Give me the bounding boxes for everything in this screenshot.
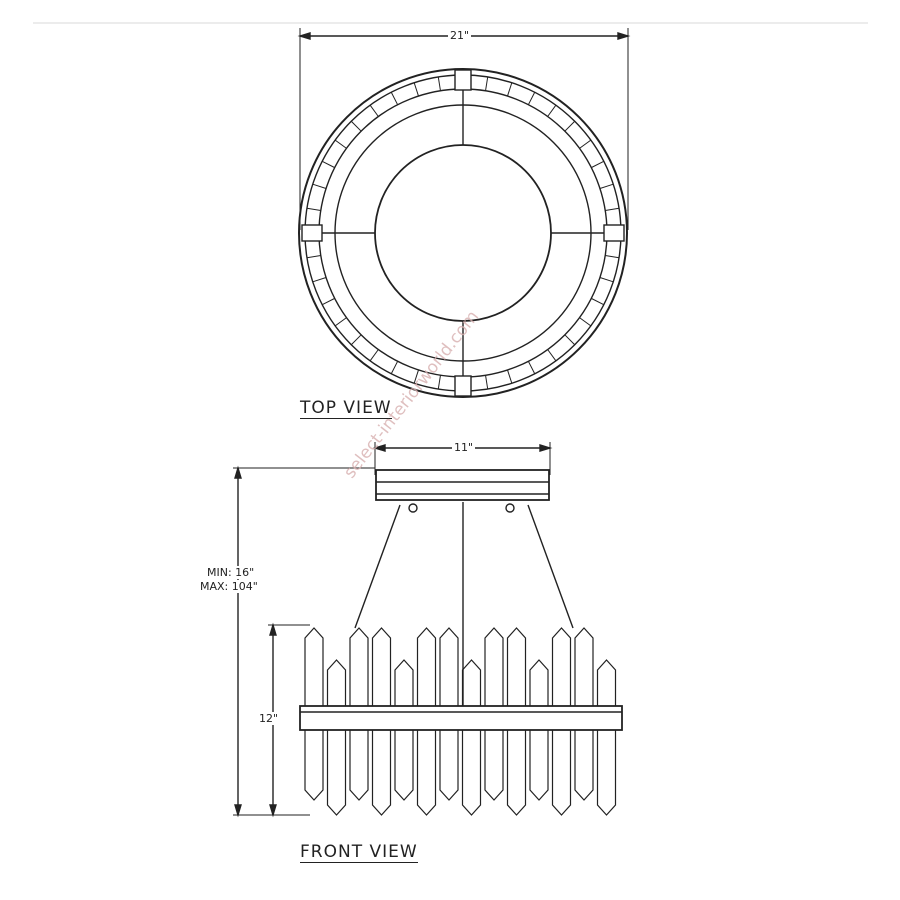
ring-segment — [527, 361, 536, 375]
crystal — [461, 659, 482, 816]
top-width-dimension: 21" — [448, 29, 472, 42]
canopy-width-dimension: 11" — [452, 441, 476, 454]
crystal — [484, 627, 504, 801]
ring-segment — [369, 349, 379, 362]
ring-segment — [547, 104, 557, 117]
crystal — [439, 627, 459, 801]
ring-segment — [591, 297, 605, 306]
ring-segment — [507, 82, 513, 97]
ring-segment — [564, 120, 576, 132]
ring-segment — [312, 183, 327, 189]
ring-segment — [599, 183, 614, 189]
ring-segment — [579, 139, 592, 149]
ring-segment — [547, 349, 557, 362]
ring-segment — [437, 375, 441, 390]
ring-segment — [390, 91, 399, 105]
crystal — [596, 659, 617, 816]
crystal — [371, 627, 392, 816]
ring-segment — [413, 82, 419, 97]
body-height-dimension: 12" — [257, 712, 281, 725]
ring-segment — [369, 104, 379, 117]
ring-segment — [321, 297, 335, 306]
crystal — [416, 627, 437, 816]
front-view-drawing — [233, 442, 623, 818]
top-view-drawing — [297, 28, 631, 398]
ring-segment — [413, 369, 419, 384]
ring-segment — [350, 120, 362, 132]
ring-segment — [390, 361, 399, 375]
crystal — [506, 627, 527, 816]
crystal — [551, 627, 572, 816]
ring-segment — [605, 207, 620, 211]
ring-segment — [312, 277, 327, 283]
ring-segment — [507, 369, 513, 384]
ring-segment — [306, 255, 321, 259]
crystal — [394, 659, 414, 801]
crystal — [326, 659, 347, 816]
ring-segment — [527, 91, 536, 105]
ring-segment — [579, 317, 592, 327]
crystal — [529, 659, 549, 801]
top-view-label: TOP VIEW — [300, 398, 392, 419]
ring-segment — [564, 334, 576, 346]
ring-segment — [334, 139, 347, 149]
ring-segment — [485, 375, 489, 390]
front-view-label: FRONT VIEW — [300, 842, 418, 863]
ring-segment — [350, 334, 362, 346]
ring-segment — [306, 207, 321, 211]
ring-segment — [334, 317, 347, 327]
crystal — [574, 627, 594, 801]
crystal — [349, 627, 369, 801]
crystal — [304, 627, 324, 801]
ring-segment — [599, 277, 614, 283]
ring-segment — [437, 76, 441, 91]
ring-segment — [321, 160, 335, 169]
max-height-label: MAX: 104" — [198, 580, 260, 593]
ring-segment — [591, 160, 605, 169]
min-height-label: MIN: 16" — [205, 566, 257, 579]
ring-segment — [485, 76, 489, 91]
page-top-border — [33, 0, 868, 24]
ring-segment — [605, 255, 620, 259]
